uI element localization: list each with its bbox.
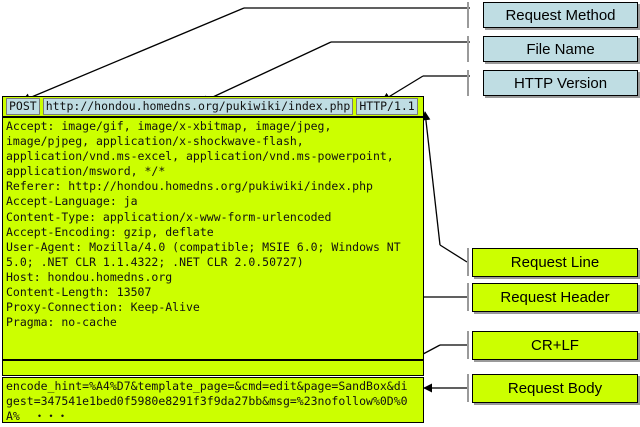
wire-request-method [21, 7, 470, 103]
tick-file-name [467, 36, 469, 62]
crlf-block [2, 360, 424, 376]
tick-crlf [467, 331, 469, 359]
tick-request-body [467, 374, 469, 402]
label-file-name: File Name [483, 36, 638, 62]
request-line-row: POST http://hondou.homedns.org/pukiwiki/… [2, 96, 424, 117]
http-request-packet: POST http://hondou.homedns.org/pukiwiki/… [2, 96, 424, 423]
label-http-version: HTTP Version [483, 70, 638, 96]
label-request-body: Request Body [472, 374, 638, 403]
file-name-token[interactable]: http://hondou.homedns.org/pukiwiki/index… [42, 98, 354, 115]
tick-request-header [467, 283, 469, 311]
tick-http-version [467, 70, 469, 96]
label-request-header: Request Header [472, 283, 638, 312]
tick-request-method [467, 2, 469, 28]
wire-request-line [421, 111, 468, 263]
http-version-token[interactable]: HTTP/1.1 [356, 98, 418, 115]
label-crlf: CR+LF [472, 331, 638, 360]
request-body-block: encode_hint=%A4%D7&template_page=&cmd=ed… [2, 377, 424, 423]
label-request-line: Request Line [472, 248, 638, 277]
label-request-method: Request Method [483, 2, 638, 28]
wire-file-name [199, 41, 470, 104]
request-header-block: Accept: image/gif, image/x-xbitmap, imag… [2, 117, 424, 360]
request-method-token[interactable]: POST [6, 98, 40, 115]
tick-request-line [467, 248, 469, 276]
